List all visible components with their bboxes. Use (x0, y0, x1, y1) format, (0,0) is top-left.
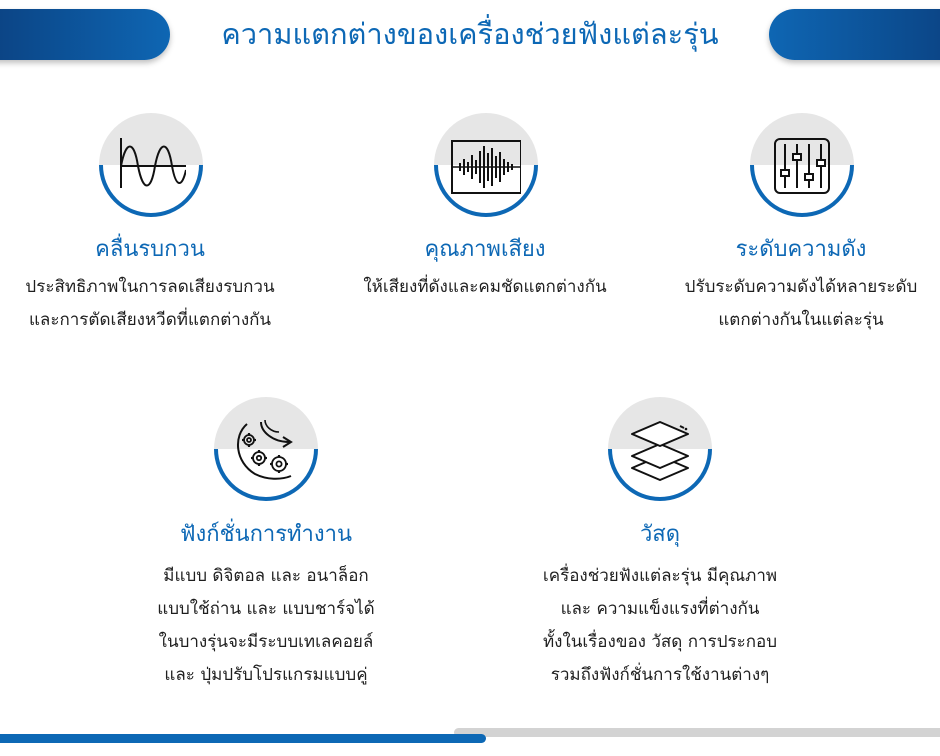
feature-noise-title: คลื่นรบกวน (95, 237, 205, 262)
feature-sound-quality-description: ให้เสียงที่ดังและคมชัดแตกต่างกัน (315, 271, 655, 304)
feature-materials-line-1: เครื่องช่วยฟังแต่ละรุ่น มีคุณภาพ (542, 566, 778, 586)
feature-functions-line-3: ในบางรุ่นจะมีระบบเทเลคอยล์ (158, 632, 374, 652)
gears-function-icon (236, 419, 293, 480)
feature-sound-quality-title: คุณภาพเสียง (424, 237, 546, 262)
feature-sound-quality-icon-badge (434, 113, 538, 219)
layers-icon (631, 421, 689, 481)
feature-noise-line-1: ประสิทธิภาพในการลดเสียงรบกวน (25, 277, 275, 297)
feature-materials-line-4: รวมถึงฟังก์ชั่นการใช้งานต่างๆ (550, 665, 770, 685)
feature-volume-icon-badge (750, 113, 854, 219)
feature-functions-title: ฟังก์ชั่นการทำงาน (179, 522, 353, 547)
header-banner-left (0, 9, 170, 60)
feature-noise-description: ประสิทธิภาพในการลดเสียงรบกวน และการตัดเส… (0, 271, 320, 337)
feature-volume-title: ระดับความดัง (735, 237, 867, 262)
feature-materials-line-3: ทั้งในเรื่องของ วัสดุ การประกอบ (542, 632, 778, 652)
equalizer-sliders-icon (774, 138, 830, 194)
feature-materials-line-2: และ ความแข็งแรงที่ต่างกัน (560, 599, 760, 619)
feature-materials-icon-badge (608, 397, 712, 503)
footer-bar-blue (0, 734, 486, 743)
feature-volume-description: ปรับระดับความดังได้หลายระดับ แตกต่างกันใ… (631, 271, 940, 337)
header-banner-right (769, 9, 940, 60)
footer-bar-gray (454, 728, 940, 737)
audio-waveform-icon (451, 140, 521, 194)
feature-materials-description: เครื่องช่วยฟังแต่ละรุ่น มีคุณภาพ และ ควา… (490, 560, 830, 692)
feature-materials-title: วัสดุ (639, 522, 681, 547)
feature-volume-line-1: ปรับระดับความดังได้หลายระดับ (684, 277, 918, 297)
feature-noise-line-2: และการตัดเสียงหวีดที่แตกต่างกัน (28, 310, 272, 330)
feature-volume-line-2: แตกต่างกันในแต่ละรุ่น (718, 310, 884, 330)
feature-functions-icon-badge (214, 397, 318, 503)
feature-functions-line-1: มีแบบ ดิจิตอล และ อนาล็อก (163, 566, 369, 586)
feature-noise-icon-badge (99, 113, 203, 219)
feature-functions-description: มีแบบ ดิจิตอล และ อนาล็อก แบบใช้ถ่าน และ… (96, 560, 436, 692)
feature-sound-quality-line-1: ให้เสียงที่ดังและคมชัดแตกต่างกัน (363, 277, 607, 297)
feature-functions-line-2: แบบใช้ถ่าน และ แบบชาร์จได้ (157, 599, 375, 619)
feature-functions-line-4: และ ปุ่มปรับโปรแกรมแบบคู่ (164, 665, 368, 685)
page-title: ความแตกต่างของเครื่องช่วยฟังแต่ละรุ่น (221, 17, 719, 51)
sine-wave-icon (120, 138, 186, 188)
